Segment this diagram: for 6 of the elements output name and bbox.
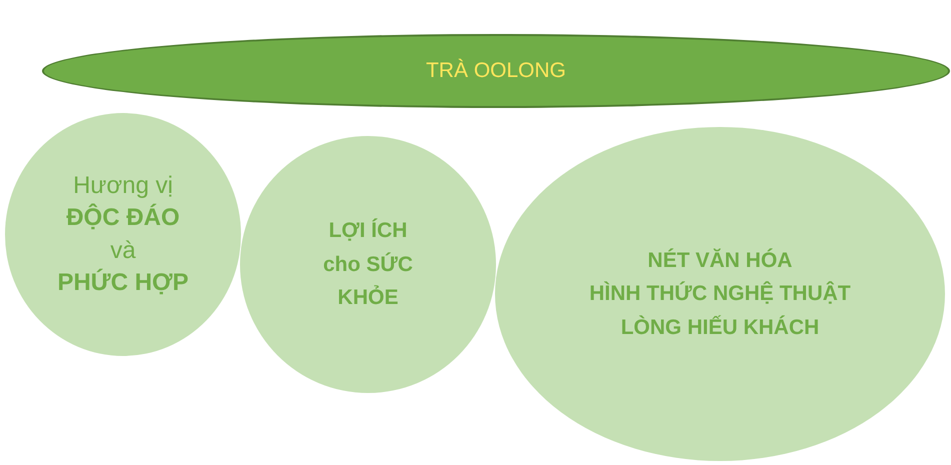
node-text: Hương vị ĐỘC ĐÁO và PHỨC HỢP: [57, 170, 189, 298]
title-label: TRÀ OOLONG: [426, 59, 566, 83]
node-text: HÌNH THỨC NGHỆ THUẬT: [589, 280, 851, 308]
node-text: NÉT VĂN HÓA: [648, 247, 792, 274]
node-text: LÒNG HIẾU KHÁCH: [620, 314, 820, 341]
node-text: LỢI ÍCH cho SỨC KHỎE: [322, 217, 414, 312]
